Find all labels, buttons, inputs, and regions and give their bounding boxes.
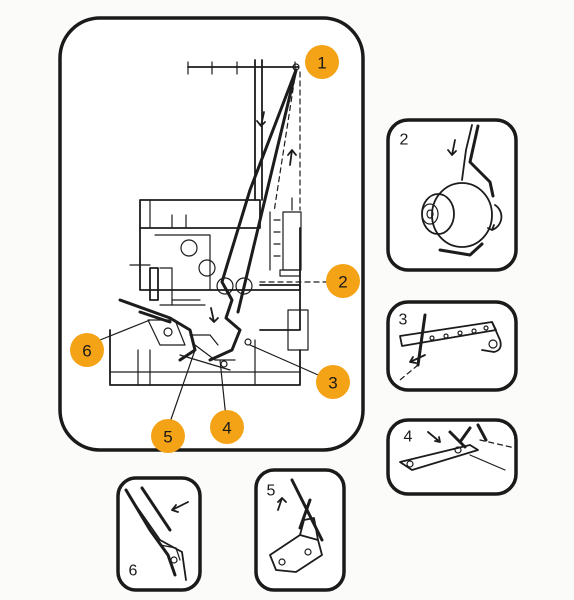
badge-2: 2	[326, 264, 360, 298]
detail-panel-6-label: 6	[129, 563, 138, 580]
badge-4: 4	[210, 410, 244, 444]
detail-panel-5-label: 5	[267, 483, 276, 500]
badge-3-label: 3	[328, 374, 337, 393]
badge-1-label: 1	[317, 54, 326, 73]
detail-panel-2: 2	[386, 118, 518, 272]
looper-guide-icon	[399, 423, 516, 471]
badge-5-label: 5	[163, 428, 172, 447]
detail-panel-5: 5	[254, 468, 346, 592]
badge-5: 5	[151, 419, 185, 453]
detail-panel-3-label: 3	[399, 312, 408, 329]
badge-2-label: 2	[338, 273, 347, 292]
looper-eye-icon	[124, 486, 189, 581]
detail-panel-6: 6	[116, 476, 202, 592]
tension-dial-icon	[421, 124, 503, 257]
thread-path	[118, 68, 301, 362]
badge-1: 1	[305, 45, 339, 79]
detail-panel-4-label: 4	[404, 429, 413, 446]
badge-6: 6	[70, 333, 104, 367]
leader-lines	[99, 281, 331, 429]
overlock-machine-body	[109, 197, 309, 386]
guide-bracket-icon	[269, 478, 324, 573]
badge-6-label: 6	[82, 342, 91, 361]
main-threading-panel	[58, 16, 365, 452]
thread-guide-bar-icon	[399, 313, 502, 381]
detail-panel-3: 3	[386, 300, 518, 392]
detail-panel-2-label: 2	[400, 132, 409, 149]
badge-3: 3	[316, 365, 350, 399]
detail-panel-4: 4	[386, 418, 518, 496]
badge-4-label: 4	[222, 419, 231, 438]
